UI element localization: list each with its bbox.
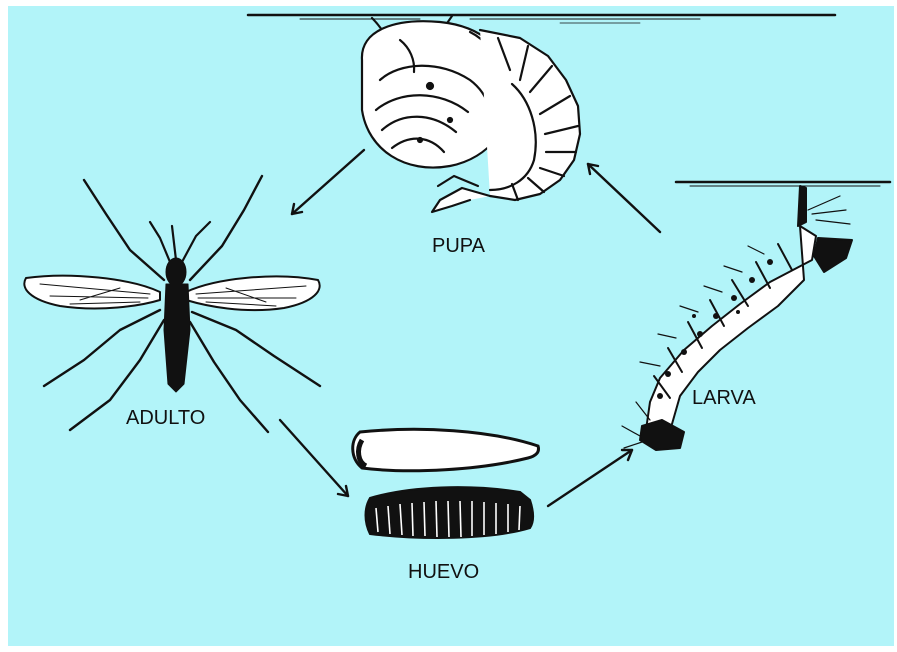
egg-label: HUEVO xyxy=(408,561,479,583)
egg-raft-icon xyxy=(366,487,534,538)
pupa-label: PUPA xyxy=(432,235,486,257)
larva-label: LARVA xyxy=(692,387,756,409)
adult-label: ADULTO xyxy=(126,407,205,429)
life-cycle-diagram: PUPA LARVA ADULTO HUEVO xyxy=(8,6,894,646)
